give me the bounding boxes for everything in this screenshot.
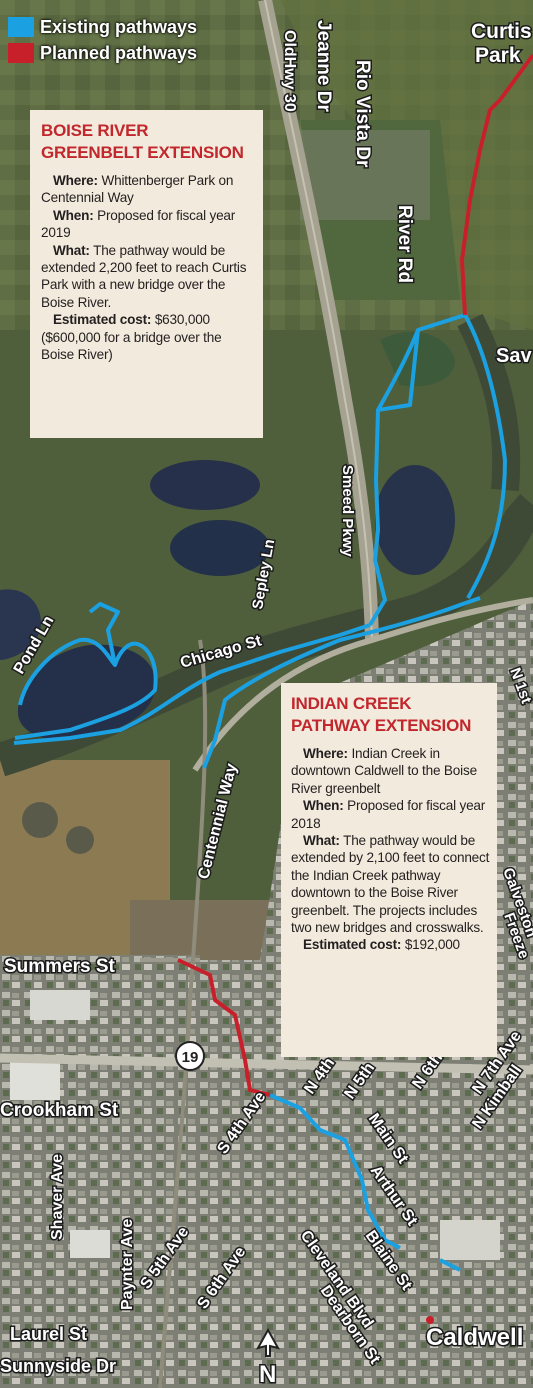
indian-cost-text: $192,000 bbox=[404, 937, 460, 953]
indian-what-label: What: bbox=[303, 833, 340, 849]
boise-where-text: Whittenberger Park on Centennial Way bbox=[41, 173, 234, 206]
boise-greenbelt-infobox: BOISE RIVER GREENBELT EXTENSION Where: W… bbox=[30, 110, 263, 438]
crookham-st-label: Crookham St bbox=[0, 1100, 119, 1121]
route-19-label: 19 bbox=[182, 1049, 199, 1066]
route-19-shield bbox=[175, 1041, 205, 1071]
boise-cost-text: $630,000 ($600,000 for a bridge over the… bbox=[41, 312, 222, 363]
caldwell-label: Caldwell bbox=[426, 1324, 523, 1351]
boise-box-title-2: GREENBELT EXTENSION bbox=[41, 143, 244, 162]
rio-vista-dr-label: Rio Vista Dr bbox=[352, 60, 373, 168]
shaver-ave-label: Shaver Ave bbox=[49, 1154, 66, 1240]
legend-existing-label: Existing pathways bbox=[40, 17, 198, 37]
indian-cost-label: Estimated cost: bbox=[303, 937, 402, 953]
indian-where-label: Where: bbox=[303, 746, 348, 761]
north-arrow-label: N bbox=[259, 1361, 276, 1388]
indian-box-title-1: INDIAN CREEK bbox=[291, 694, 412, 713]
boise-box-title-1: BOISE RIVER bbox=[41, 121, 149, 140]
paynter-ave-label: Paynter Ave bbox=[119, 1219, 136, 1310]
jeanne-dr-label: Jeanne Dr bbox=[313, 20, 334, 112]
planned-swatch-icon bbox=[8, 43, 34, 63]
boise-what-text: The pathway would be extended 2,200 feet… bbox=[41, 242, 247, 310]
indian-what-text: The pathway would be extended by 2,100 f… bbox=[291, 833, 490, 936]
north-arrow-icon: N bbox=[256, 1327, 280, 1388]
boise-when-label: When: bbox=[53, 207, 94, 223]
legend-planned: Planned pathways bbox=[8, 40, 197, 66]
indian-when-text: Proposed for fiscal year 2018 bbox=[291, 798, 486, 831]
legend-existing: Existing pathways bbox=[8, 14, 197, 40]
river-rd-label: River Rd bbox=[394, 205, 415, 283]
boise-cost-label: Estimated cost: bbox=[53, 312, 152, 328]
indian-creek-infobox: INDIAN CREEK PATHWAY EXTENSION Where: In… bbox=[281, 683, 497, 1057]
laurel-st-label: Laurel St bbox=[10, 1324, 87, 1344]
indian-box-title-2: PATHWAY EXTENSION bbox=[291, 716, 472, 735]
sav-label: Sav bbox=[496, 345, 532, 367]
summers-st-label: Summers St bbox=[4, 956, 116, 977]
boise-what-label: What: bbox=[53, 242, 90, 258]
indian-when-label: When: bbox=[303, 798, 344, 814]
map-legend: Existing pathways Planned pathways bbox=[8, 14, 197, 66]
smeed-pkwy-label: Smeed Pkwy bbox=[339, 465, 356, 557]
boise-when-text: Proposed for fiscal year 2019 bbox=[41, 207, 236, 241]
boise-where-label: Where: bbox=[53, 173, 98, 188]
legend-planned-label: Planned pathways bbox=[40, 43, 198, 63]
existing-swatch-icon bbox=[8, 17, 34, 37]
sunnyside-dr-label: Sunnyside Dr bbox=[0, 1356, 116, 1376]
city-marker-icon bbox=[426, 1316, 434, 1324]
curtis-park-label-1: Curtis bbox=[471, 20, 532, 43]
old-hwy-30-label: OldHwy 30 bbox=[281, 30, 298, 112]
curtis-park-label-2: Park bbox=[475, 44, 521, 67]
indian-where-text: Indian Creek in downtown Caldwell to the… bbox=[291, 746, 477, 796]
